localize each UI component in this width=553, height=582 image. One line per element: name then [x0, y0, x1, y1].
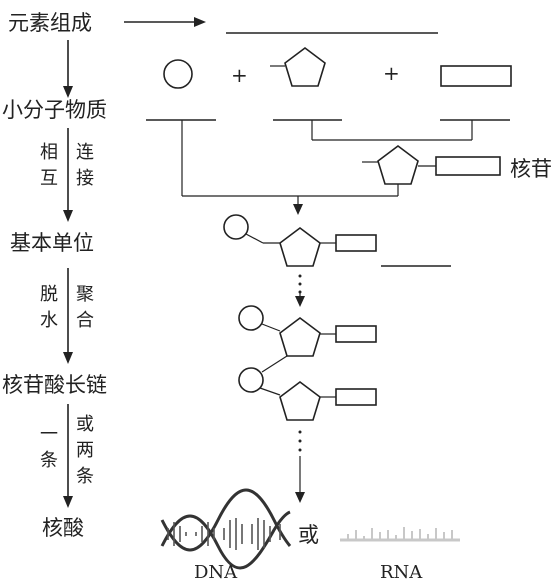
label-elements: 元素组成 — [8, 11, 92, 35]
or-label: 或 — [298, 523, 319, 547]
arrow-label-tiao2: 条 — [76, 466, 94, 487]
dotted-arrow-1 — [295, 274, 305, 307]
phosphodiester-link — [261, 355, 288, 373]
dna-helix-image — [160, 488, 292, 570]
arrow-label-hu: 互 — [40, 168, 58, 189]
nucleoside-structure — [362, 145, 501, 185]
elements-arrow — [124, 17, 206, 27]
nucleotide-structure — [223, 214, 377, 267]
nucleoside-label: 核苷 — [510, 157, 552, 181]
rna-label: RNA — [380, 562, 423, 582]
phosphate-circle — [163, 59, 193, 89]
arrow-label-he: 合 — [76, 310, 94, 331]
arrow-label-tuo: 脱 — [40, 284, 58, 305]
label-small-molecules: 小分子物质 — [2, 98, 107, 122]
left-arrow-4 — [63, 404, 73, 508]
nucleotide-connector — [181, 120, 399, 215]
arrow-label-ju: 聚 — [76, 284, 94, 305]
arrow-label-tiao: 条 — [40, 450, 58, 471]
pentose-sugar-pentagon — [270, 47, 326, 87]
arrow-label-yi: 一 — [40, 424, 58, 445]
arrow-label-jie: 接 — [76, 168, 94, 189]
chain-nucleotide-2 — [238, 367, 377, 421]
dna-label: DNA — [194, 562, 238, 582]
plus-sign-1: + — [231, 63, 248, 87]
arrow-label-shui: 水 — [40, 310, 58, 331]
label-nucleic-acid: 核酸 — [42, 516, 84, 540]
arrow-label-huo: 或 — [76, 414, 94, 435]
arrow-label-lian: 连 — [76, 142, 94, 163]
chain-nucleotide-1 — [238, 305, 377, 357]
dotted-arrow-2 — [295, 430, 305, 503]
label-nucleotide-chain: 核苷酸长链 — [2, 373, 107, 397]
base-rectangle — [440, 65, 512, 87]
plus-sign-2: + — [383, 61, 400, 85]
label-basic-unit: 基本单位 — [10, 231, 94, 255]
left-arrow-2 — [63, 128, 73, 222]
arrow-label-liang: 两 — [76, 440, 94, 461]
rna-strand-image — [340, 527, 460, 542]
arrow-label-xiang: 相 — [40, 142, 58, 163]
left-arrow-1 — [63, 40, 73, 98]
left-arrow-3 — [63, 268, 73, 364]
nucleoside-connector — [311, 120, 473, 141]
